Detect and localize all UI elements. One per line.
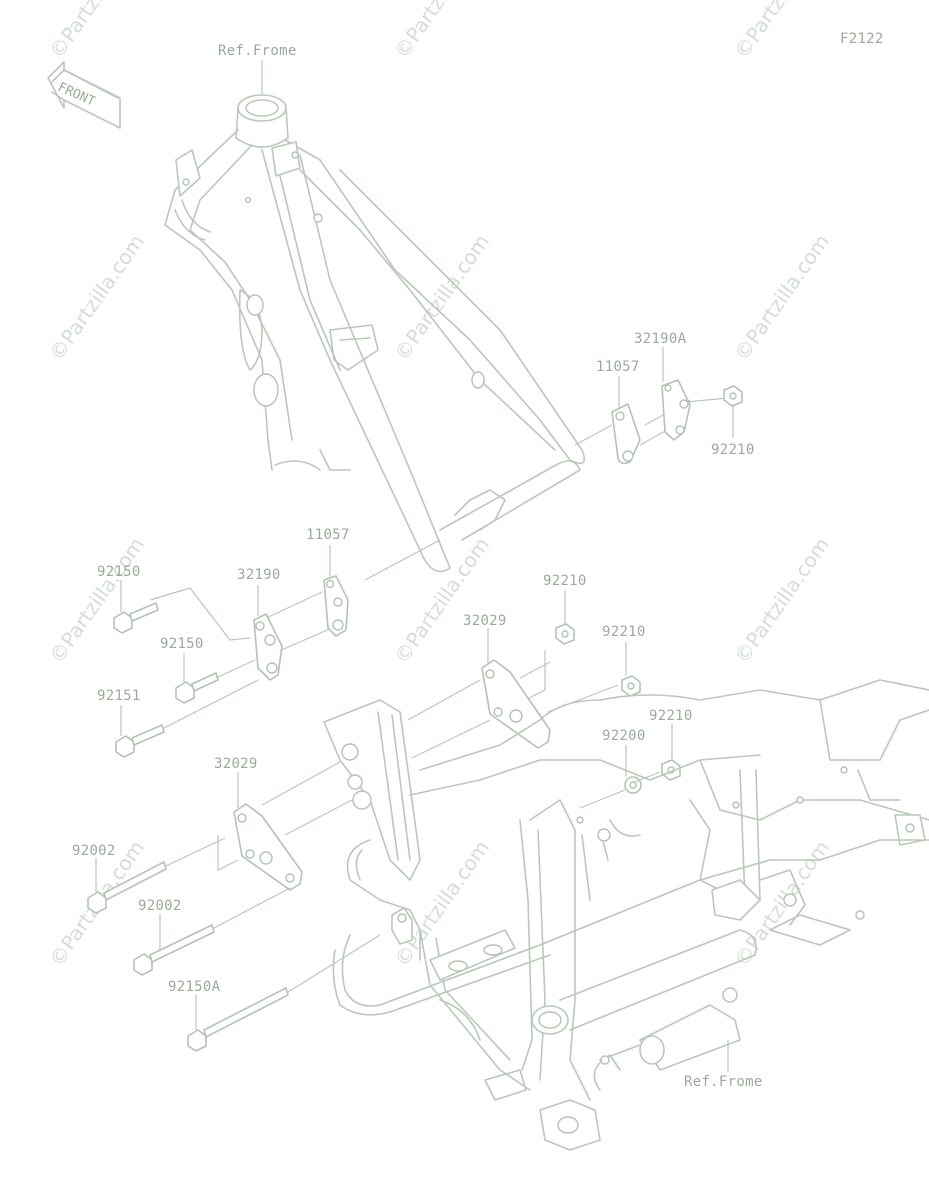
watermark: ©Partzilla.com — [44, 0, 149, 63]
watermark: ©Partzilla.com — [44, 533, 149, 668]
watermark: ©Partzilla.com — [389, 533, 494, 668]
part-label-92210-d: 92210 — [649, 708, 693, 724]
part-label-92150-a: 92150 — [97, 564, 141, 580]
watermark-layer: ©Partzilla.com ©Partzilla.com ©Partzilla… — [44, 0, 834, 971]
part-label-32029-left: 32029 — [214, 756, 258, 772]
left-bracket-group — [87, 761, 381, 1052]
part-label-92150-b: 92150 — [160, 636, 204, 652]
part-label-92210-c: 92210 — [602, 624, 646, 640]
ref-frame-bottom-label: Ref.Frome — [684, 1074, 763, 1090]
watermark: ©Partzilla.com — [44, 230, 149, 365]
part-label-11057-mid: 11057 — [306, 527, 350, 543]
front-arrow-icon: FRONT — [47, 61, 121, 129]
part-label-92150A: 92150A — [168, 979, 221, 995]
part-label-92002-b: 92002 — [138, 898, 182, 914]
part-label-92200: 92200 — [602, 728, 646, 744]
mid-bracket-group — [113, 539, 441, 758]
part-label-32029-right: 32029 — [463, 613, 507, 629]
ref-frame-top-label: Ref.Frome — [218, 43, 297, 59]
diagram-code: F2122 — [840, 31, 884, 47]
part-label-92210-upper: 92210 — [711, 442, 755, 458]
upper-bracket-group — [574, 379, 743, 465]
part-label-92151: 92151 — [97, 688, 141, 704]
right-bracket-group — [407, 623, 681, 809]
part-label-92210-b: 92210 — [543, 573, 587, 589]
watermark: ©Partzilla.com — [389, 230, 494, 365]
watermark: ©Partzilla.com — [389, 0, 494, 63]
watermark: ©Partzilla.com — [729, 533, 834, 668]
part-label-32190A: 32190A — [634, 331, 687, 347]
watermark: ©Partzilla.com — [729, 0, 834, 63]
upper-frame-illustration — [164, 94, 586, 573]
part-label-11057-upper: 11057 — [596, 359, 640, 375]
part-label-32190: 32190 — [237, 567, 281, 583]
watermark: ©Partzilla.com — [729, 230, 834, 365]
lower-frame-illustration — [323, 679, 929, 1151]
part-label-92002-a: 92002 — [72, 843, 116, 859]
